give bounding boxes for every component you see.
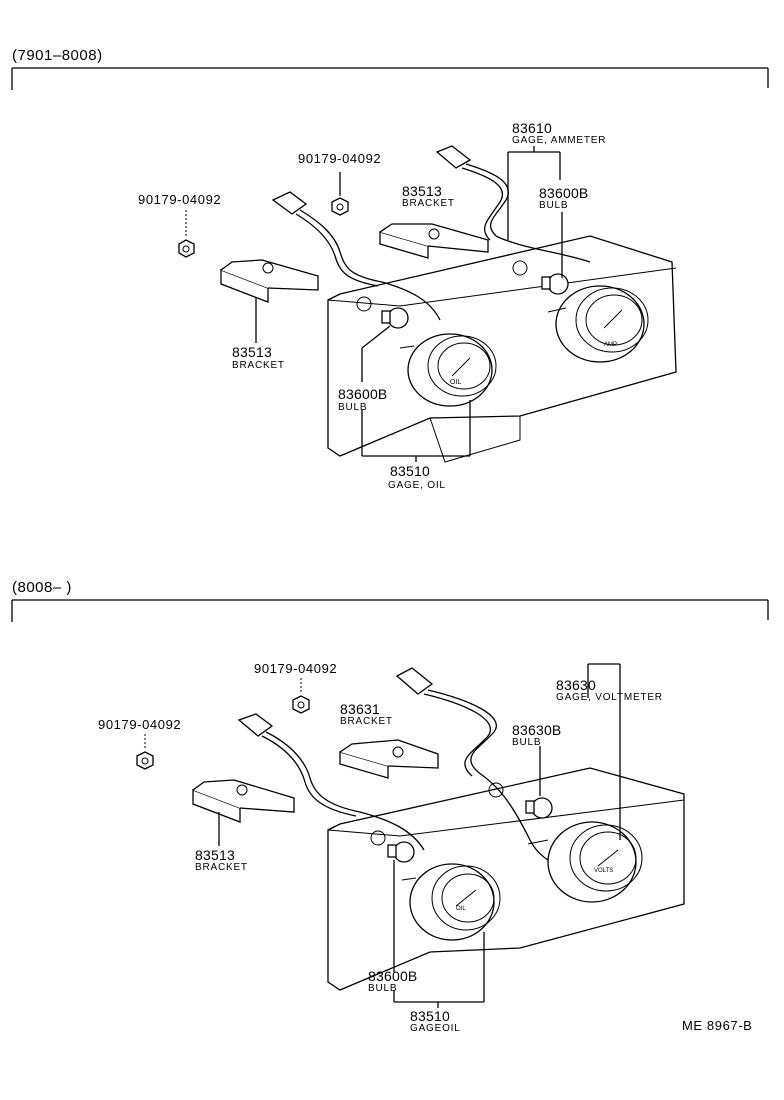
bulb-right-part-number: 83600B bbox=[539, 185, 589, 201]
bracket-right-part-name-2: BRACKET bbox=[340, 716, 393, 727]
ammeter-gauge-face-text: AMP bbox=[604, 342, 617, 348]
oil-gauge-part-number-2: 83510 bbox=[410, 1008, 450, 1024]
bracket-left-part-name-2: BRACKET bbox=[195, 862, 248, 873]
bulb-icon bbox=[370, 830, 415, 863]
oil-gauge-icon bbox=[401, 863, 501, 941]
wire-harness-right bbox=[395, 667, 581, 873]
bracket-right-part-number-2: 83631 bbox=[340, 701, 380, 717]
instrument-housing bbox=[327, 235, 677, 463]
bulb-icon bbox=[488, 782, 553, 819]
callout-leaders-section-1 bbox=[361, 146, 563, 462]
oil-gauge-part-name-2: GAGEOIL bbox=[410, 1023, 461, 1034]
oil-gauge-part-number: 83510 bbox=[390, 463, 430, 479]
ammeter-part-number: 83610 bbox=[512, 120, 552, 136]
drawing-code: ME 8967-B bbox=[682, 1018, 753, 1033]
wire-harness-left bbox=[271, 191, 441, 321]
bracket-left-part-number: 83513 bbox=[232, 344, 272, 360]
bulb-left-part-number: 83600B bbox=[338, 386, 388, 402]
nut-icon bbox=[178, 239, 195, 258]
voltmeter-gauge-icon bbox=[527, 821, 643, 903]
bracket-left-icon bbox=[192, 779, 295, 823]
ammeter-gauge-icon bbox=[547, 285, 649, 363]
nut-icon bbox=[136, 751, 154, 770]
oil-gauge-face-text: OIL bbox=[450, 379, 461, 386]
bracket-right-icon bbox=[379, 223, 489, 259]
bulb-right-part-name: BULB bbox=[539, 200, 569, 211]
bracket-right-part-name: BRACKET bbox=[402, 198, 455, 209]
instrument-housing bbox=[327, 767, 685, 991]
oil-gauge-part-name: GAGE, OIL bbox=[388, 480, 446, 491]
bracket-right-icon bbox=[339, 739, 439, 779]
wire-harness-left bbox=[237, 713, 425, 851]
section-2-period: (8008– ) bbox=[12, 579, 72, 596]
ammeter-part-name: GAGE, AMMETER bbox=[512, 135, 607, 146]
bracket-left-part-number-2: 83513 bbox=[195, 847, 235, 863]
bulb-icon bbox=[356, 296, 409, 329]
nut-icon bbox=[292, 695, 310, 714]
bulb-icon bbox=[512, 260, 569, 295]
section-1-period: (7901–8008) bbox=[12, 47, 103, 64]
voltmeter-part-number: 83630 bbox=[556, 677, 596, 693]
bracket-right-part-number: 83513 bbox=[402, 183, 442, 199]
callout-leaders-section-2 bbox=[393, 663, 621, 1008]
nut-mid-part-number-2: 90179-04092 bbox=[254, 661, 338, 676]
voltmeter-gauge-face-text: VOLTS bbox=[594, 868, 613, 874]
bulb-left-part-number-2: 83600B bbox=[368, 968, 418, 984]
voltmeter-part-name: GAGE, VOLTMETER bbox=[556, 692, 663, 703]
nut-left-part-number-2: 90179-04092 bbox=[98, 717, 182, 732]
section-1-frame bbox=[11, 67, 769, 90]
section-2-frame bbox=[11, 599, 769, 622]
bulb-left-part-name: BULB bbox=[338, 402, 368, 413]
nut-icon bbox=[331, 197, 349, 216]
bracket-left-icon bbox=[220, 259, 319, 303]
bulb-left-part-name-2: BULB bbox=[368, 983, 398, 994]
oil-gauge-face-text-2: OIL bbox=[456, 906, 466, 912]
bracket-left-part-name: BRACKET bbox=[232, 360, 285, 371]
wire-harness-right bbox=[435, 145, 591, 263]
nut-left-part-number: 90179-04092 bbox=[138, 192, 222, 207]
bulb-right-part-number-2: 83630B bbox=[512, 722, 562, 738]
bulb-right-part-name-2: BULB bbox=[512, 737, 542, 748]
nut-mid-part-number: 90179-04092 bbox=[298, 151, 382, 166]
oil-gauge-icon bbox=[399, 333, 497, 407]
